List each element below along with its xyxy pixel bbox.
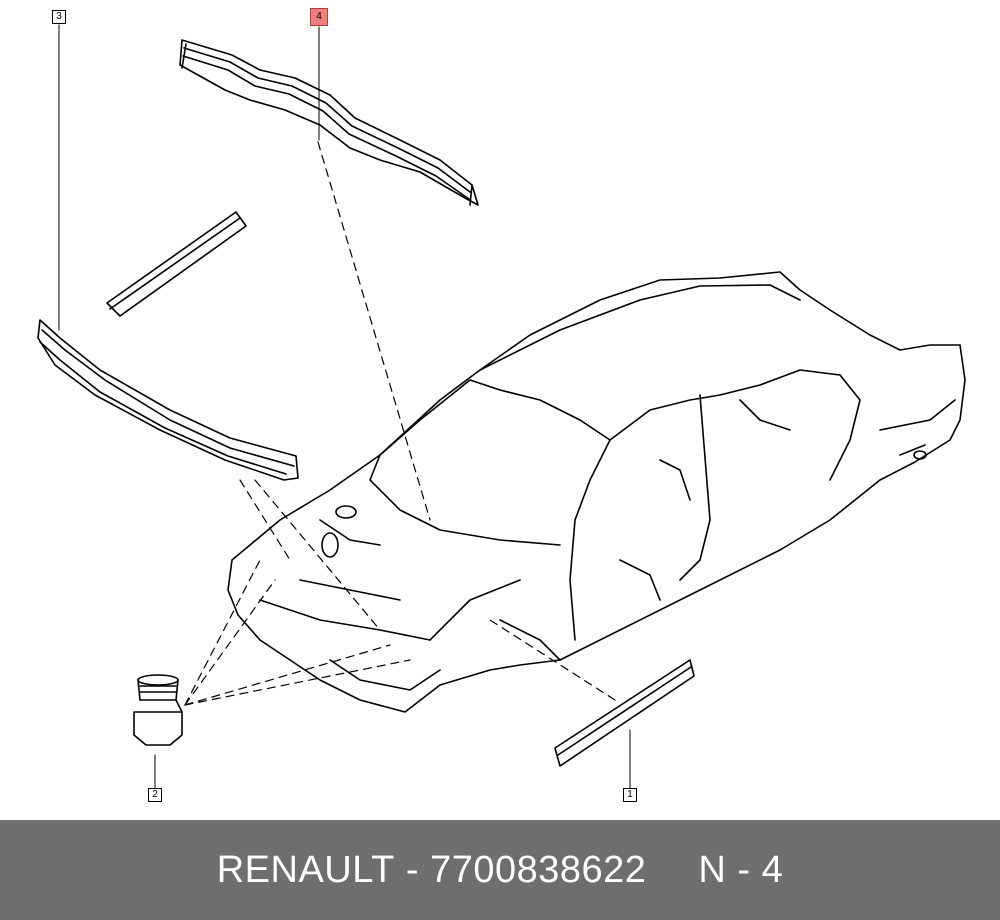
callout-leaders	[58, 24, 631, 789]
footer-code: N - 4	[698, 848, 784, 891]
reinforcement-strip	[106, 211, 247, 317]
footer-bar: RENAULT - 7700838622 N - 4	[0, 820, 1000, 920]
part-3-side-member	[37, 319, 299, 481]
footer-separator: -	[394, 848, 431, 891]
callout-3: 3	[52, 10, 66, 24]
dashed-leaders	[184, 141, 616, 706]
part-1-sill	[554, 659, 695, 767]
exploded-body-diagram	[37, 24, 966, 789]
footer-brand: RENAULT	[216, 848, 395, 891]
footer-part-number: 7700838622	[430, 848, 647, 891]
part-2-bump-stop	[133, 674, 183, 746]
car-body-shell	[227, 271, 966, 713]
callout-4: 4	[310, 8, 328, 26]
part-4-cross-member	[179, 39, 479, 206]
callout-1: 1	[623, 788, 637, 802]
callout-2: 2	[148, 788, 162, 802]
